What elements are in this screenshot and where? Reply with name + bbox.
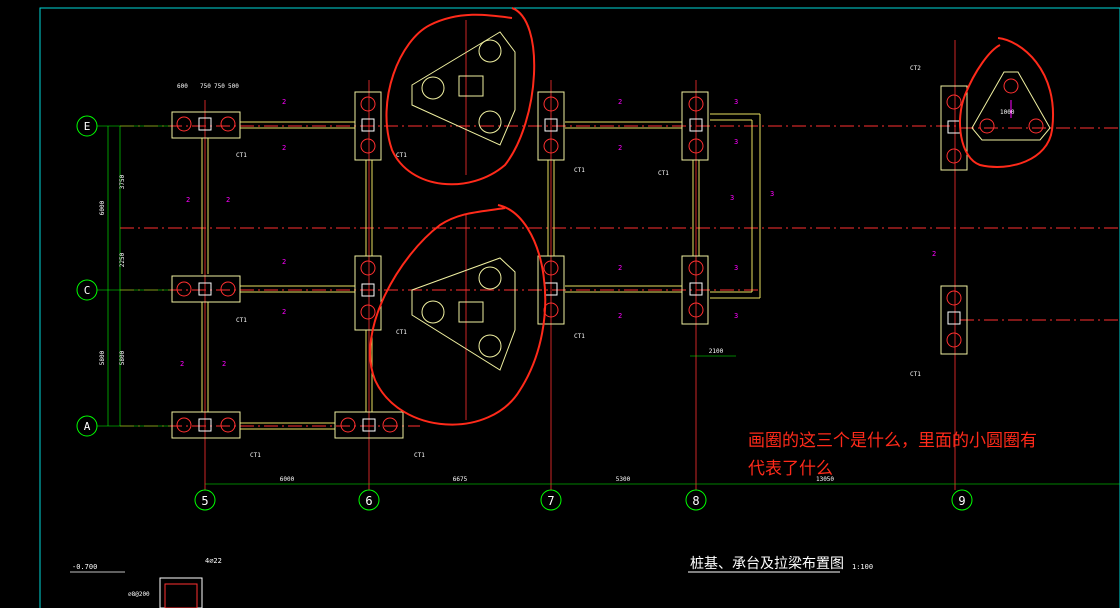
beam-tag: 2 — [618, 98, 622, 106]
pile-cap-E5 — [171, 111, 241, 139]
cap-dim-750: 750 — [200, 83, 211, 90]
beam-tag: 3 — [734, 312, 738, 320]
section-rebar — [164, 583, 198, 608]
elevation-note: -0.700 — [72, 563, 97, 571]
beam-tags: 2 2 2 2 2 2 2 2 2 2 2 2 2 3 3 3 3 3 3 — [180, 98, 936, 368]
beam-tag: 2 — [282, 144, 286, 152]
axis-bubble-A — [76, 415, 170, 437]
beam-tag: 3 — [770, 190, 774, 198]
axis-label-5: 5 — [201, 494, 208, 508]
question-annotation-line2: 代表了什么 — [748, 459, 833, 479]
beam-tag: 3 — [734, 264, 738, 272]
cap-label-E5: CT1 — [236, 152, 247, 159]
beam-tag: 2 — [618, 264, 622, 272]
hand-circle-mid — [369, 204, 547, 426]
axis-bubble-7 — [540, 489, 562, 511]
row-dim-2: 2250 — [119, 252, 126, 267]
axis-bubble-E — [76, 115, 170, 137]
axis-label-A: A — [84, 420, 91, 433]
beam-tag: 2 — [186, 196, 190, 204]
row-dim-total: 6000 — [99, 200, 106, 215]
beam-tag: 3 — [730, 194, 734, 202]
drawing-scale: 1:100 — [852, 563, 873, 571]
cap-dim-600: 600 — [177, 83, 188, 90]
pile-cap-C5 — [171, 275, 241, 303]
col-dim-6-7: 6675 — [453, 476, 468, 483]
rebar-note: 4⌀22 — [205, 557, 222, 565]
cap-dim-1000: 1000 — [1000, 109, 1015, 116]
axis-label-9: 9 — [958, 494, 965, 508]
row-dim-total2: 5800 — [99, 350, 106, 365]
beam-tag: 2 — [932, 250, 936, 258]
axis-bubble-C — [76, 279, 170, 301]
beam-tag: 2 — [618, 144, 622, 152]
tie-beams — [201, 113, 761, 430]
axis-bubble-9 — [951, 489, 973, 511]
cap-label-C5: CT1 — [236, 317, 247, 324]
col-dim-8-9: 13050 — [816, 476, 834, 483]
triangular-cap-top — [411, 31, 516, 146]
stirrup-note: ⌀8@200 — [128, 591, 150, 598]
dimension-lines — [107, 126, 1120, 485]
cap-label-A5: CT1 — [250, 452, 261, 459]
axis-label-7: 7 — [547, 494, 554, 508]
triangular-cap-mid — [411, 257, 516, 371]
cap-label-9: CT1 — [910, 371, 921, 378]
pile-cap-9-bottom — [940, 285, 968, 355]
beam-tag: 2 — [226, 196, 230, 204]
section-detail — [159, 577, 203, 608]
drawing-title: 桩基、承台及拉梁布置图 — [690, 555, 844, 572]
axis-label-C: C — [84, 284, 91, 297]
hand-circle-right — [959, 37, 1055, 168]
row-dim-1: 3750 — [119, 174, 126, 189]
cap-dim-500: 500 — [228, 83, 239, 90]
cap-label-CT2: CT2 — [910, 65, 921, 72]
axis-bubble-8 — [685, 489, 707, 511]
pile-cap-C7 — [537, 255, 565, 325]
cap-label-E6: CT1 — [396, 152, 407, 159]
pile-cap-E6 — [354, 91, 382, 161]
cap-label-C6: CT1 — [396, 329, 407, 336]
cap-label-E7: CT1 — [574, 167, 585, 174]
pile-cap-E8 — [681, 91, 709, 161]
pile-cap-E7 — [537, 91, 565, 161]
axis-label-E: E — [84, 120, 91, 133]
pile-cap-C8 — [681, 255, 709, 325]
col-dim-5-6: 6000 — [280, 476, 295, 483]
axis-bubble-6 — [358, 489, 380, 511]
col-dim-7-8: 5300 — [616, 476, 631, 483]
cap-label-E8: CT1 — [658, 170, 669, 177]
axis-label-6: 6 — [365, 494, 372, 508]
pile-cap-9-top — [940, 85, 968, 171]
hand-circle-top — [385, 7, 536, 186]
drawing-frame — [39, 7, 1120, 608]
pile-cap-A5 — [171, 411, 241, 439]
cap-dim-750b: 750 — [214, 83, 225, 90]
cap-label-C7: CT1 — [574, 333, 585, 340]
triangular-cap-right — [971, 71, 1051, 141]
axis-label-8: 8 — [692, 494, 699, 508]
cap-label-A6: CT1 — [414, 452, 425, 459]
beam-tag: 2 — [618, 312, 622, 320]
beam-tag: 2 — [222, 360, 226, 368]
beam-tag: 2 — [180, 360, 184, 368]
beam-tag: 3 — [734, 98, 738, 106]
axis-bubble-5 — [194, 489, 216, 511]
question-annotation-line1: 画圈的这三个是什么，里面的小圆圈有 — [748, 431, 1037, 451]
row-dim-3: 5800 — [119, 350, 126, 365]
beam-tag: 2 — [282, 98, 286, 106]
beam-tag: 2 — [282, 308, 286, 316]
pile-cap-C6 — [354, 255, 382, 331]
beam-tag: 3 — [734, 138, 738, 146]
beam-tag: 2 — [282, 258, 286, 266]
pile-cap-A6 — [334, 411, 404, 439]
cap-dim-2100: 2100 — [709, 348, 724, 355]
